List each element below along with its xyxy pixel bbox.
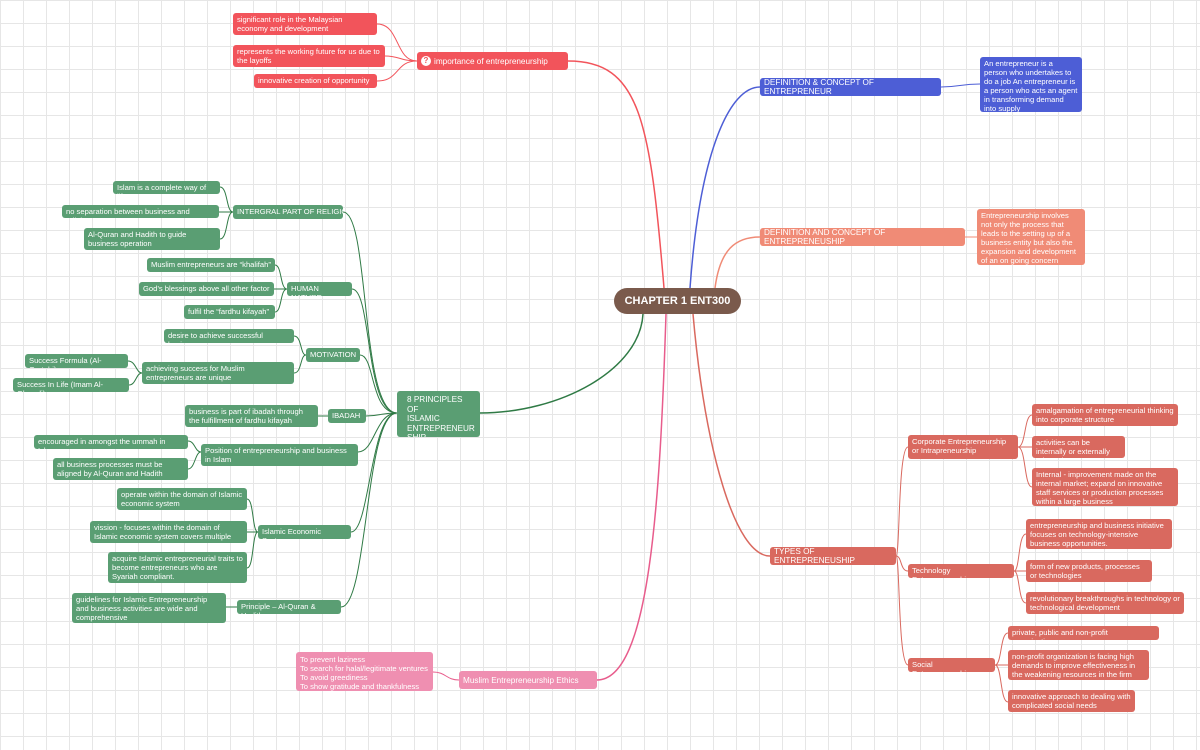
corporate-item-1[interactable]: amalgamation of entrepreneurial thinking… bbox=[1032, 404, 1178, 426]
position-topic[interactable]: Position of entrepreneurship and busines… bbox=[201, 444, 358, 466]
importance-item-3[interactable]: innovative creation of opportunity bbox=[254, 74, 377, 88]
motivation-topic[interactable]: MOTIVATION bbox=[306, 348, 360, 362]
intergral-topic[interactable]: INTERGRAL PART OF RELIGION bbox=[233, 205, 343, 219]
intergral-item-3[interactable]: Al-Quran and Hadith to guide business op… bbox=[84, 228, 220, 250]
importance-item-1[interactable]: significant role in the Malaysian econom… bbox=[233, 13, 377, 35]
technology-item-1[interactable]: entrepreneurship and business initiative… bbox=[1026, 519, 1172, 549]
question-icon: ? bbox=[421, 56, 431, 66]
motivation-success-topic[interactable]: achieving success for Muslim entrepreneu… bbox=[142, 362, 294, 384]
definition-entrepreneur-detail[interactable]: An entrepreneur is a person who undertak… bbox=[980, 57, 1082, 112]
corporate-item-3[interactable]: Internal - improvement made on the inter… bbox=[1032, 468, 1178, 506]
success-in-life[interactable]: Success In Life (Imam Al-Ghazali) bbox=[13, 378, 129, 392]
types-topic[interactable]: TYPES OF ENTREPRENEUSHIP bbox=[770, 547, 896, 565]
human-nature-topic[interactable]: HUMAN NATURE bbox=[287, 282, 352, 296]
human-nature-item-1[interactable]: Muslim entrepreneurs are “khalifah” bbox=[147, 258, 275, 272]
ibadah-topic[interactable]: IBADAH bbox=[328, 409, 366, 423]
success-formula[interactable]: Success Formula (Al-Qurtubi) bbox=[25, 354, 128, 368]
intergral-item-1[interactable]: Islam is a complete way of life bbox=[113, 181, 220, 194]
technology-item-2[interactable]: form of new products, processes or techn… bbox=[1026, 560, 1152, 582]
economic-item-1[interactable]: operate within the domain of Islamic eco… bbox=[117, 488, 247, 510]
ethics-item-3: To avoid greediness bbox=[300, 673, 368, 682]
human-nature-item-2[interactable]: God’s blessings above all other factor bbox=[139, 282, 274, 296]
central-topic[interactable]: CHAPTER 1 ENT300 bbox=[614, 288, 741, 314]
corporate-item-2[interactable]: activities can be internally or external… bbox=[1032, 436, 1125, 458]
principle-item-1[interactable]: guidelines for Islamic Entrepreneurship … bbox=[72, 593, 226, 623]
intergral-item-2[interactable]: no separation between business and relig… bbox=[62, 205, 219, 218]
social-item-1[interactable]: private, public and non-profit organizat… bbox=[1008, 626, 1159, 640]
importance-topic[interactable]: ? importance of entrepreneurship bbox=[417, 52, 568, 70]
definition-entrepreneurship-topic[interactable]: DEFINITION AND CONCEPT OF ENTREPRENEUSHI… bbox=[760, 228, 965, 246]
ethics-item-2: To search for halal/legitimate ventures bbox=[300, 664, 428, 673]
economic-topic[interactable]: Islamic Economic System bbox=[258, 525, 351, 539]
technology-topic[interactable]: Technology Entrepreneurship bbox=[908, 564, 1014, 578]
definition-entrepreneur-topic[interactable]: DEFINITION & CONCEPT OF ENTREPRENEUR bbox=[760, 78, 941, 96]
economic-item-3[interactable]: acquire Islamic entrepreneurial traits t… bbox=[108, 552, 247, 583]
social-topic[interactable]: Social Entrepreneurship bbox=[908, 658, 995, 672]
ethics-item-1: To prevent laziness bbox=[300, 655, 366, 664]
principles-topic[interactable]: 8 PRINCIPLES OF ISLAMIC ENTREPRENEUR SHI… bbox=[397, 391, 480, 437]
ibadah-item-1[interactable]: business is part of ibadah through the f… bbox=[185, 405, 318, 427]
ethics-topic[interactable]: Muslim Entrepreneurship Ethics bbox=[459, 671, 597, 689]
principle-topic[interactable]: Principle – Al-Quran & Hadith bbox=[237, 600, 341, 614]
human-nature-item-3[interactable]: fulfil the “fardhu kifayah” bbox=[184, 305, 275, 319]
ethics-item-4: To show gratitude and thankfulness bbox=[300, 682, 420, 691]
economic-item-2[interactable]: vission - focuses within the domain of I… bbox=[90, 521, 247, 543]
position-item-2[interactable]: all business processes must be aligned b… bbox=[53, 458, 188, 480]
motivation-item-1[interactable]: desire to achieve successful business bbox=[164, 329, 294, 343]
social-item-3[interactable]: innovative approach to dealing with comp… bbox=[1008, 690, 1135, 712]
importance-item-2[interactable]: represents the working future for us due… bbox=[233, 45, 385, 67]
social-item-2[interactable]: non-profit organization is facing high d… bbox=[1008, 650, 1149, 680]
technology-item-3[interactable]: revolutionary breakthroughs in technolog… bbox=[1026, 592, 1184, 614]
importance-title: importance of entrepreneurship bbox=[434, 56, 548, 66]
definition-entrepreneurship-detail[interactable]: Entrepreneurship involves not only the p… bbox=[977, 209, 1085, 265]
position-item-1[interactable]: encouraged in amongst the ummah in Islam bbox=[34, 435, 188, 449]
ethics-items[interactable]: To prevent laziness To search for halal/… bbox=[296, 652, 433, 691]
corporate-topic[interactable]: Corporate Entrepreneurship or Intraprene… bbox=[908, 435, 1018, 459]
